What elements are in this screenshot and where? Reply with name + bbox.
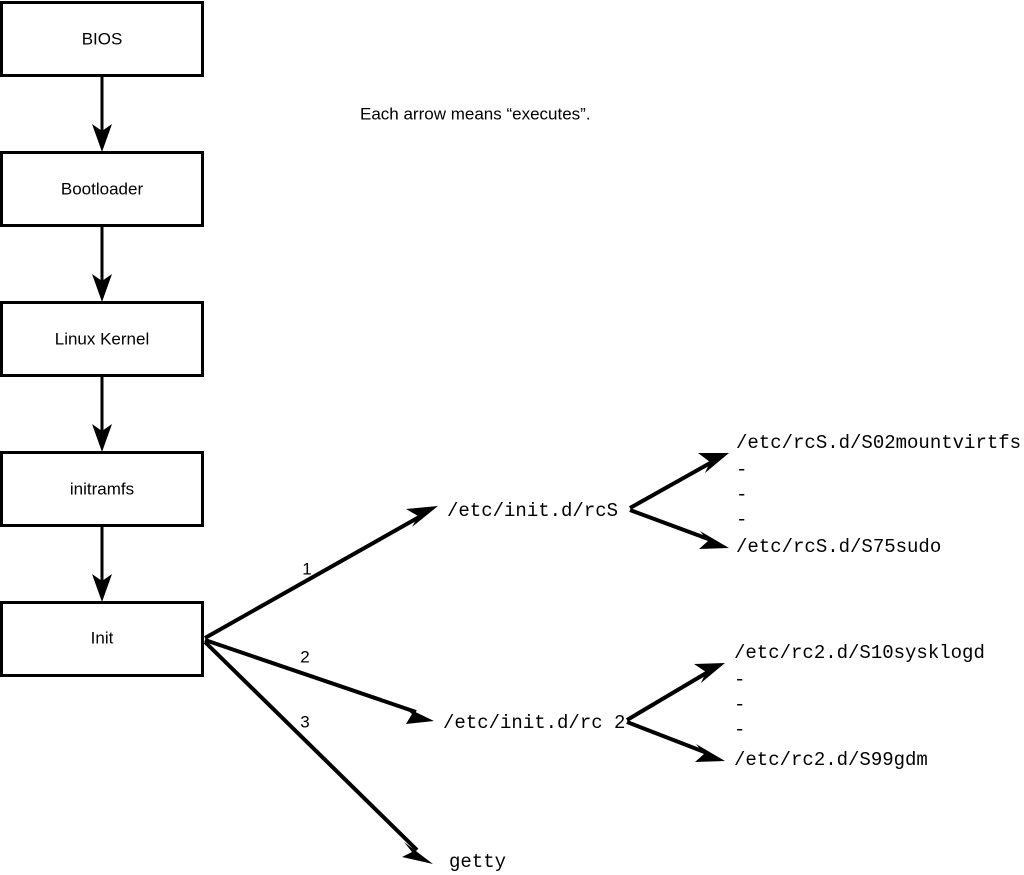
script-rcs-ellipsis-3: - [736, 509, 747, 531]
arrow-init-branch-3 [203, 640, 433, 864]
node-getty-label[interactable]: getty [449, 851, 506, 873]
node-bootloader-label: Bootloader [61, 179, 144, 198]
script-rc2-ellipsis-3: - [734, 719, 745, 741]
script-rc2-last[interactable]: /etc/rc2.d/S99gdm [734, 749, 928, 771]
node-init-rect [0, 601, 204, 677]
node-initramfs-rect [0, 451, 204, 527]
node-bios[interactable]: BIOS [0, 1, 204, 77]
node-rcs-label[interactable]: /etc/init.d/rcS [447, 500, 618, 522]
script-rcs-ellipsis-1: - [736, 459, 747, 481]
node-bios-label: BIOS [82, 29, 123, 48]
node-rc2-label[interactable]: /etc/init.d/rc 2 [443, 712, 625, 734]
arrow-rcs-to-first-script [629, 453, 729, 510]
arrow-rc2-to-first-script [625, 663, 725, 722]
edge-label-3: 3 [300, 712, 309, 731]
arrow-init-branch-2 [204, 638, 434, 724]
arrow-bootloader-to-kernel [92, 226, 112, 302]
node-initramfs[interactable]: initramfs [0, 451, 204, 527]
node-init-label: Init [91, 628, 114, 647]
node-linux-kernel-label: Linux Kernel [55, 329, 150, 348]
script-rc2-ellipsis-1: - [734, 669, 745, 691]
arrow-rcs-to-last-script [629, 508, 729, 549]
script-rcs-last[interactable]: /etc/rcS.d/S75sudo [736, 536, 941, 558]
script-rcs-first[interactable]: /etc/rcS.d/S02mountvirtfs [736, 432, 1021, 454]
node-bootloader-rect [0, 151, 204, 227]
node-linux-kernel[interactable]: Linux Kernel [0, 301, 204, 377]
node-init[interactable]: Init [0, 601, 204, 677]
edge-label-2: 2 [300, 647, 309, 666]
node-initramfs-label: initramfs [70, 479, 134, 498]
arrow-rc2-to-last-script [626, 720, 725, 762]
script-rc2-ellipsis-2: - [734, 694, 745, 716]
arrow-kernel-to-initramfs [92, 376, 112, 452]
arrow-bios-to-bootloader [92, 76, 112, 152]
script-rc2-first[interactable]: /etc/rc2.d/S10sysklogd [734, 642, 985, 664]
arrow-initramfs-to-init [92, 526, 112, 602]
node-bootloader[interactable]: Bootloader [0, 151, 204, 227]
arrow-init-branch-1 [204, 506, 438, 640]
node-linux-kernel-rect [0, 301, 204, 377]
node-bios-rect [0, 1, 204, 77]
edge-label-1: 1 [302, 559, 311, 578]
script-rcs-ellipsis-2: - [736, 484, 747, 506]
diagram-note: Each arrow means “executes”. [360, 104, 591, 123]
